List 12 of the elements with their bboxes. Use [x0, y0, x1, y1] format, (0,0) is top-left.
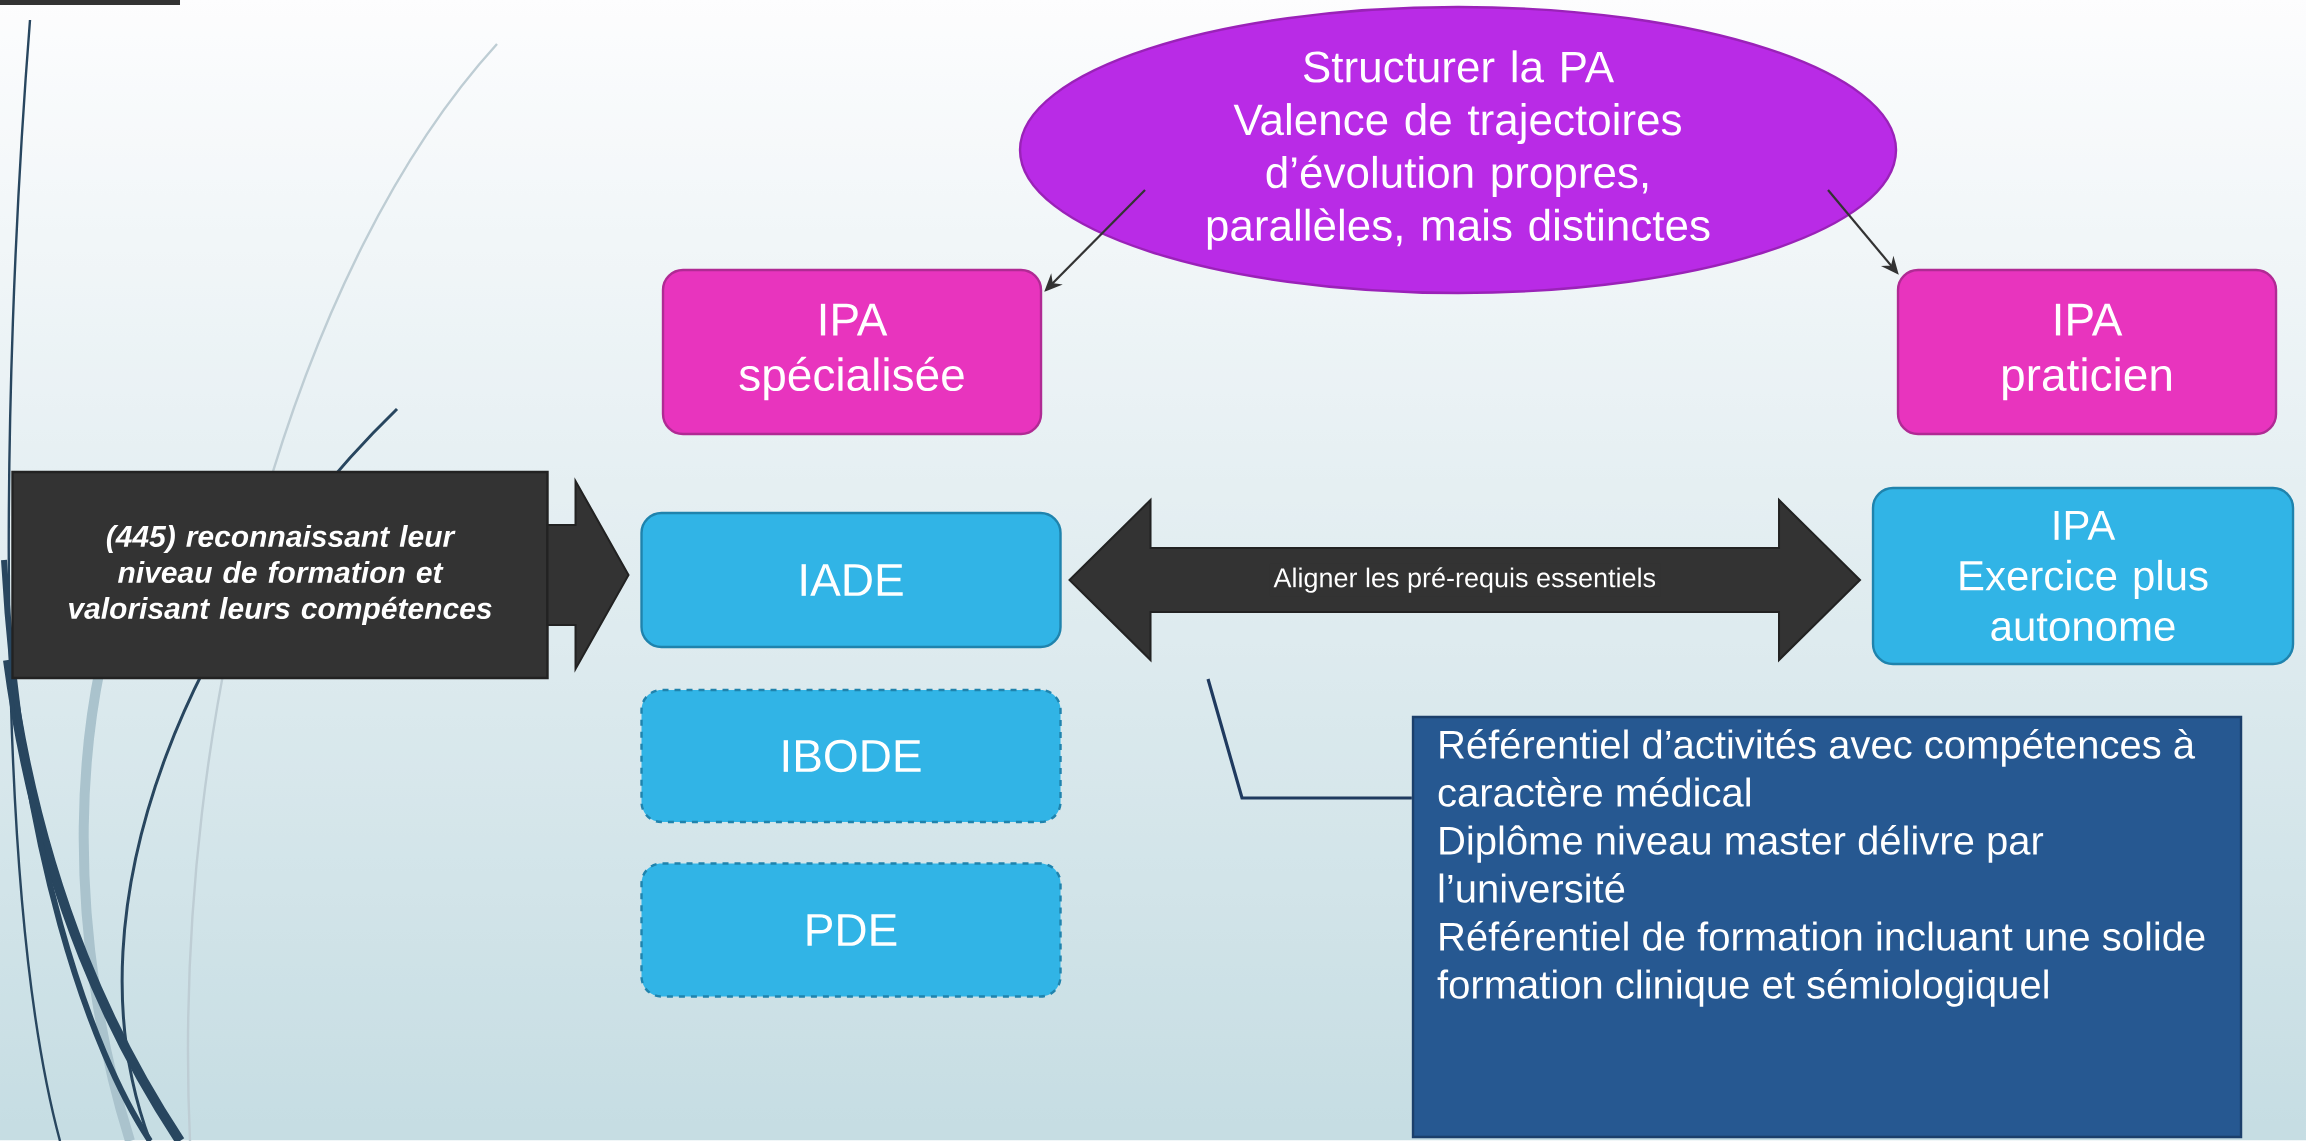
process-box: IPA praticien: [1896, 268, 2278, 436]
process-box: IPA Exercice plus autonome: [1871, 486, 2295, 666]
process-box: IADE: [640, 511, 1062, 649]
callout-box: (445) reconnaissant leur niveau de formation et valorisant leurs compétences: [11, 470, 549, 680]
dashed-box: IBODE: [640, 688, 1062, 824]
process-box: IPA spécialisée: [661, 268, 1043, 436]
ellipse-node: Structurer la PA Valence de trajectoires d’évolution propres, parallèles, mais distinctes: [1018, 5, 1898, 295]
block-arrow: [546, 477, 630, 673]
leader-line: [1206, 678, 1412, 800]
text-box: Référentiel d’activités avec compétences à caractère médical Diplôme niveau master délivre par l’université Référentiel de formation incluant une solide formation clinique et sémiologiquel: [1411, 715, 2243, 1139]
dashed-box: PDE: [640, 862, 1062, 998]
edge-label: Aligner les pré-requis essentiels: [1269, 563, 1661, 597]
